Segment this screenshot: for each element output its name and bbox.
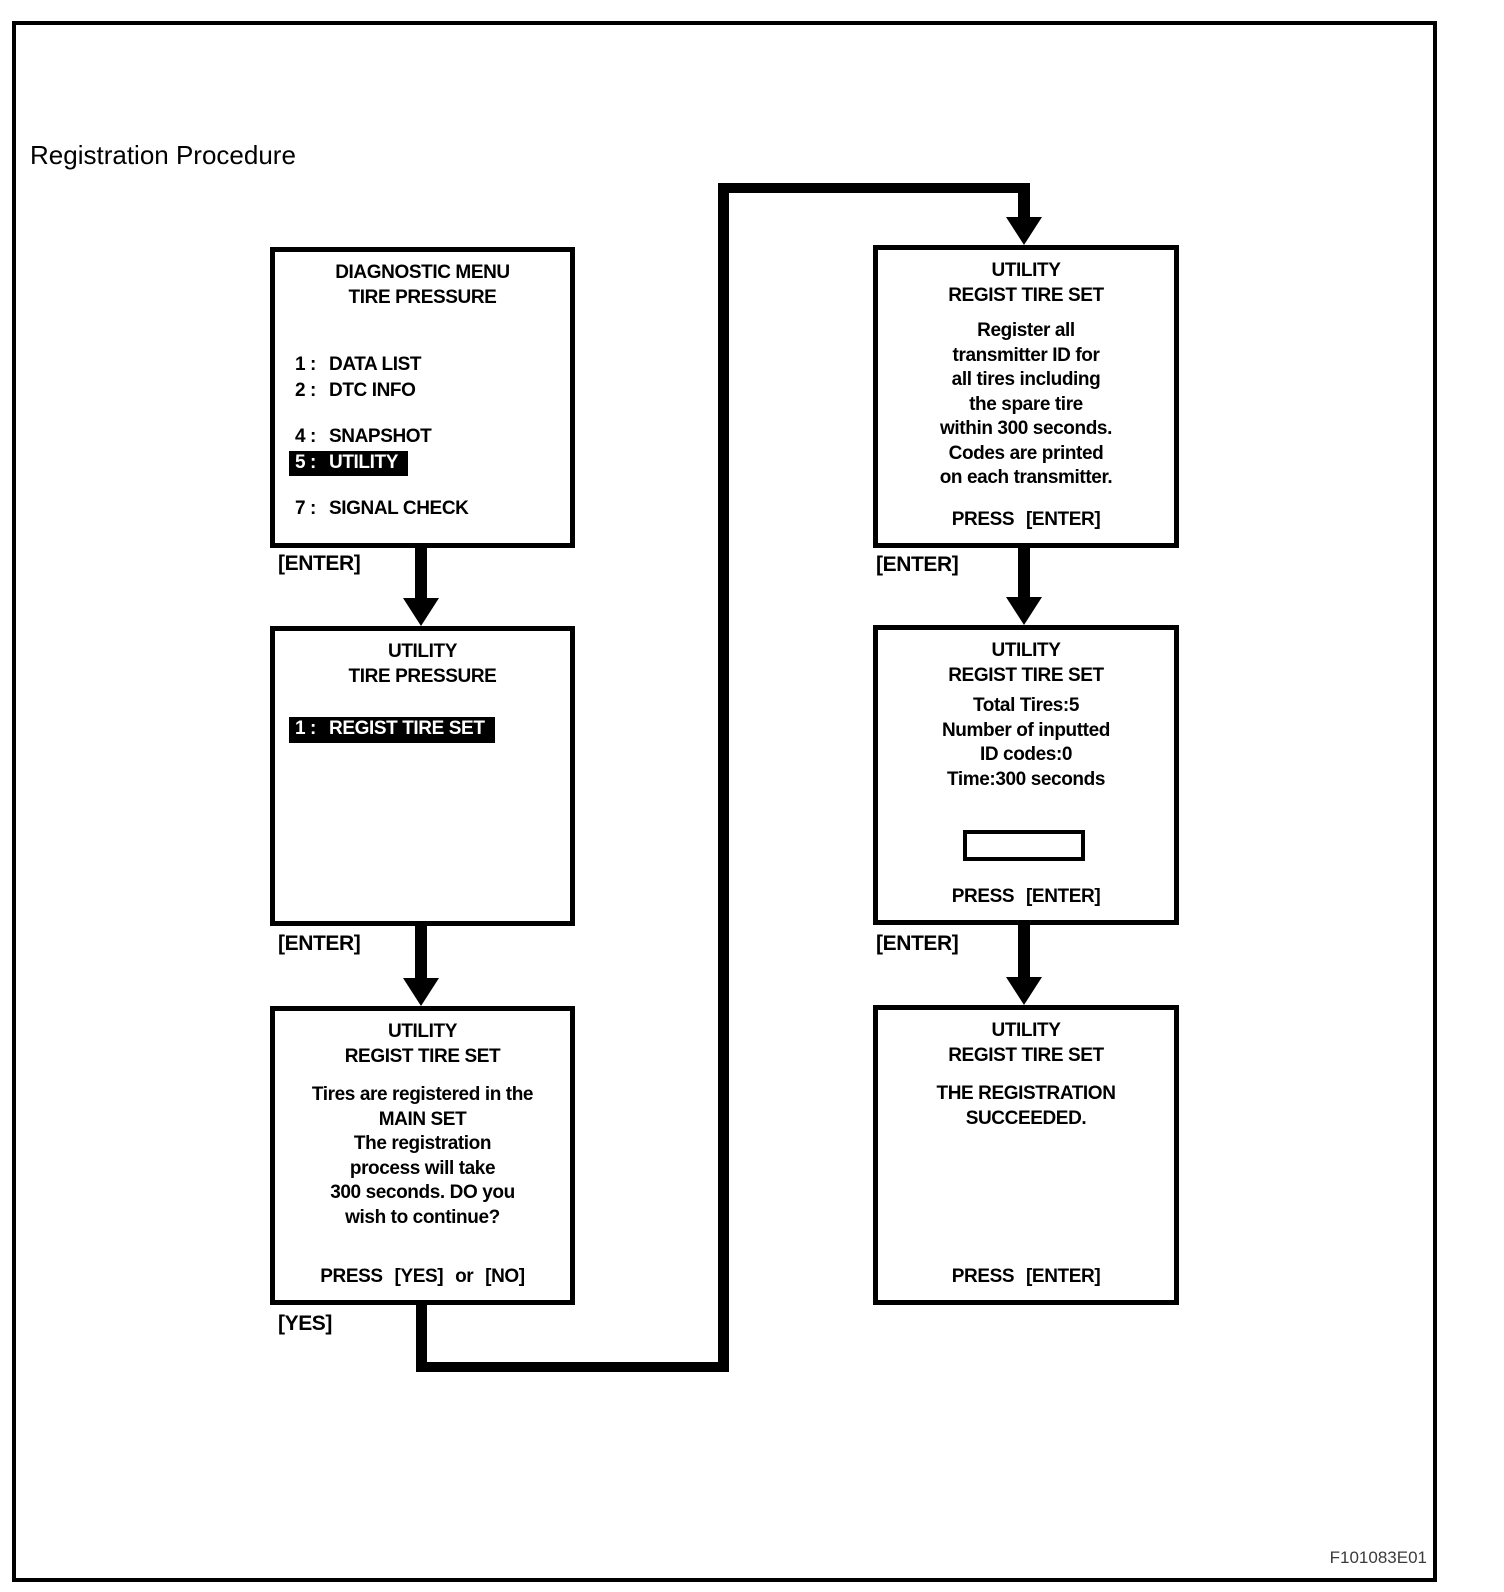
- menu-gap: [289, 404, 570, 425]
- label-enter-after-instructions: [ENTER]: [876, 553, 959, 576]
- arrow-down-icon: [403, 978, 439, 1006]
- screen-body: Register all transmitter ID for all tire…: [878, 319, 1174, 491]
- screen-body: Tires are registered in the MAIN SET The…: [275, 1083, 570, 1230]
- flow-arrow-shaft: [1018, 545, 1030, 597]
- screen-title-line1: UTILITY: [991, 1020, 1061, 1041]
- menu-item-label: UTILITY: [329, 451, 398, 473]
- body-line: wish to continue?: [345, 1206, 500, 1228]
- body-line: Tires are registered in the: [311, 1084, 534, 1105]
- menu-item-label: SIGNAL CHECK: [329, 498, 469, 519]
- screen-title-line1: UTILITY: [991, 260, 1061, 281]
- menu-item-label: DTC INFO: [329, 379, 416, 401]
- press-instruction: PRESS [YES] or [NO]: [320, 1265, 525, 1287]
- menu-item-label: DATA LIST: [329, 354, 422, 375]
- arrow-down-icon: [403, 598, 439, 626]
- screen-utility-menu: UTILITY TIRE PRESSURE 1 : REGIST TIRE SET: [270, 626, 575, 926]
- screen-title-line1: UTILITY: [388, 1021, 457, 1042]
- figure-id: F101083E01: [1329, 1548, 1427, 1567]
- screen-title-line1: UTILITY: [991, 640, 1061, 661]
- press-instruction: PRESS [ENTER]: [951, 885, 1101, 907]
- body-line: process will take: [349, 1157, 496, 1179]
- label-enter-after-diagnostic-menu: [ENTER]: [278, 552, 361, 575]
- body-line: transmitter ID for: [952, 344, 1100, 366]
- body-line: within 300 seconds.: [940, 418, 1112, 439]
- menu-item-utility-selected: 5 : UTILITY: [289, 450, 570, 476]
- screen-title-line2: REGIST TIRE SET: [948, 664, 1104, 686]
- body-line: Register all: [977, 320, 1075, 341]
- screen-body: Total Tires:5 Number of inputted ID code…: [878, 694, 1174, 792]
- yes-connector-top-segment: [718, 183, 1030, 193]
- yes-connector-vertical-segment: [718, 183, 729, 1372]
- body-line: Number of inputted: [941, 719, 1110, 741]
- screen-title: UTILITY REGIST TIRE SET: [275, 1011, 570, 1069]
- utility-menu-list: 1 : REGIST TIRE SET: [275, 717, 570, 743]
- menu-item-number: 7 :: [295, 498, 316, 519]
- screen-title-line2: TIRE PRESSURE: [348, 665, 497, 687]
- body-line: Total Tires:5: [972, 695, 1080, 716]
- screen-title-line2: REGIST TIRE SET: [948, 1044, 1104, 1066]
- page-title: Registration Procedure: [30, 140, 296, 170]
- label-yes-after-confirm: [YES]: [278, 1312, 333, 1335]
- screen-title: UTILITY REGIST TIRE SET: [878, 630, 1174, 688]
- menu-item-label: REGIST TIRE SET: [329, 718, 485, 739]
- body-line: on each transmitter.: [939, 467, 1113, 488]
- screen-title: UTILITY TIRE PRESSURE: [275, 631, 570, 689]
- flow-arrow-shaft: [415, 924, 427, 978]
- menu-item-number: 1 :: [295, 354, 316, 375]
- body-line: Codes are printed: [948, 442, 1104, 464]
- label-enter-after-progress: [ENTER]: [876, 932, 959, 955]
- screen-title: UTILITY REGIST TIRE SET: [878, 1010, 1174, 1068]
- label-enter-after-utility-menu: [ENTER]: [278, 932, 361, 955]
- body-line: Time:300 seconds: [947, 768, 1105, 790]
- body-line: MAIN SET: [378, 1108, 467, 1130]
- screen-title-line2: REGIST TIRE SET: [948, 284, 1104, 306]
- screen-diagnostic-menu: DIAGNOSTIC MENU TIRE PRESSURE 1 : DATA LI…: [270, 247, 575, 548]
- flow-arrow-shaft: [415, 545, 427, 598]
- id-code-entry-box: [963, 830, 1085, 861]
- screen-body: THE REGISTRATION SUCCEEDED.: [878, 1082, 1174, 1131]
- body-line: all tires including: [951, 369, 1101, 390]
- screen-title: DIAGNOSTIC MENU TIRE PRESSURE: [275, 252, 570, 310]
- yes-connector-bottom-segment: [416, 1362, 729, 1372]
- menu-item-data-list: 1 : DATA LIST: [289, 353, 570, 379]
- screen-title-line1: UTILITY: [388, 641, 457, 662]
- screen-title-line2: REGIST TIRE SET: [344, 1045, 501, 1067]
- diagnostic-menu-list: 1 : DATA LIST 2 : DTC INFO 4 : SNAPSHOT 5 :…: [275, 353, 570, 523]
- body-line: SUCCEEDED.: [965, 1107, 1087, 1129]
- menu-gap: [289, 476, 570, 497]
- body-line: The registration: [353, 1133, 492, 1154]
- screen-title-line1: DIAGNOSTIC MENU: [335, 262, 510, 283]
- arrow-down-icon: [1006, 977, 1042, 1005]
- body-line: the spare tire: [969, 393, 1083, 415]
- screen-title: UTILITY REGIST TIRE SET: [878, 250, 1174, 308]
- menu-item-signal-check: 7 : SIGNAL CHECK: [289, 497, 570, 523]
- screen-progress: UTILITY REGIST TIRE SET Total Tires:5 Nu…: [873, 625, 1179, 925]
- flow-arrow-shaft: [1018, 924, 1030, 977]
- yes-connector-arrow-shaft: [1018, 190, 1030, 217]
- menu-item-label: SNAPSHOT: [329, 426, 432, 447]
- screen-confirm: UTILITY REGIST TIRE SET Tires are regist…: [270, 1006, 575, 1305]
- body-line: 300 seconds. DO you: [330, 1182, 515, 1203]
- body-line: ID codes:0: [979, 744, 1073, 765]
- body-line: THE REGISTRATION: [936, 1083, 1116, 1104]
- page-border: [12, 21, 1437, 1582]
- arrow-down-icon: [1006, 597, 1042, 625]
- screen-success: UTILITY REGIST TIRE SET THE REGISTRATION…: [873, 1005, 1179, 1305]
- screen-instructions: UTILITY REGIST TIRE SET Register all tra…: [873, 245, 1179, 548]
- menu-item-snapshot: 4 : SNAPSHOT: [289, 425, 570, 451]
- press-instruction: PRESS [ENTER]: [951, 1265, 1101, 1287]
- menu-item-number: 5 :: [295, 451, 316, 473]
- arrow-down-icon: [1006, 217, 1042, 245]
- menu-item-number: 2 :: [295, 379, 316, 401]
- menu-item-number: 1 :: [295, 718, 316, 739]
- screen-title-line2: TIRE PRESSURE: [348, 286, 497, 308]
- menu-item-number: 4 :: [295, 426, 316, 447]
- menu-item-regist-tire-set-selected: 1 : REGIST TIRE SET: [289, 717, 570, 743]
- press-instruction: PRESS [ENTER]: [951, 508, 1101, 530]
- menu-item-dtc-info: 2 : DTC INFO: [289, 379, 570, 405]
- yes-connector-down-segment: [416, 1303, 427, 1372]
